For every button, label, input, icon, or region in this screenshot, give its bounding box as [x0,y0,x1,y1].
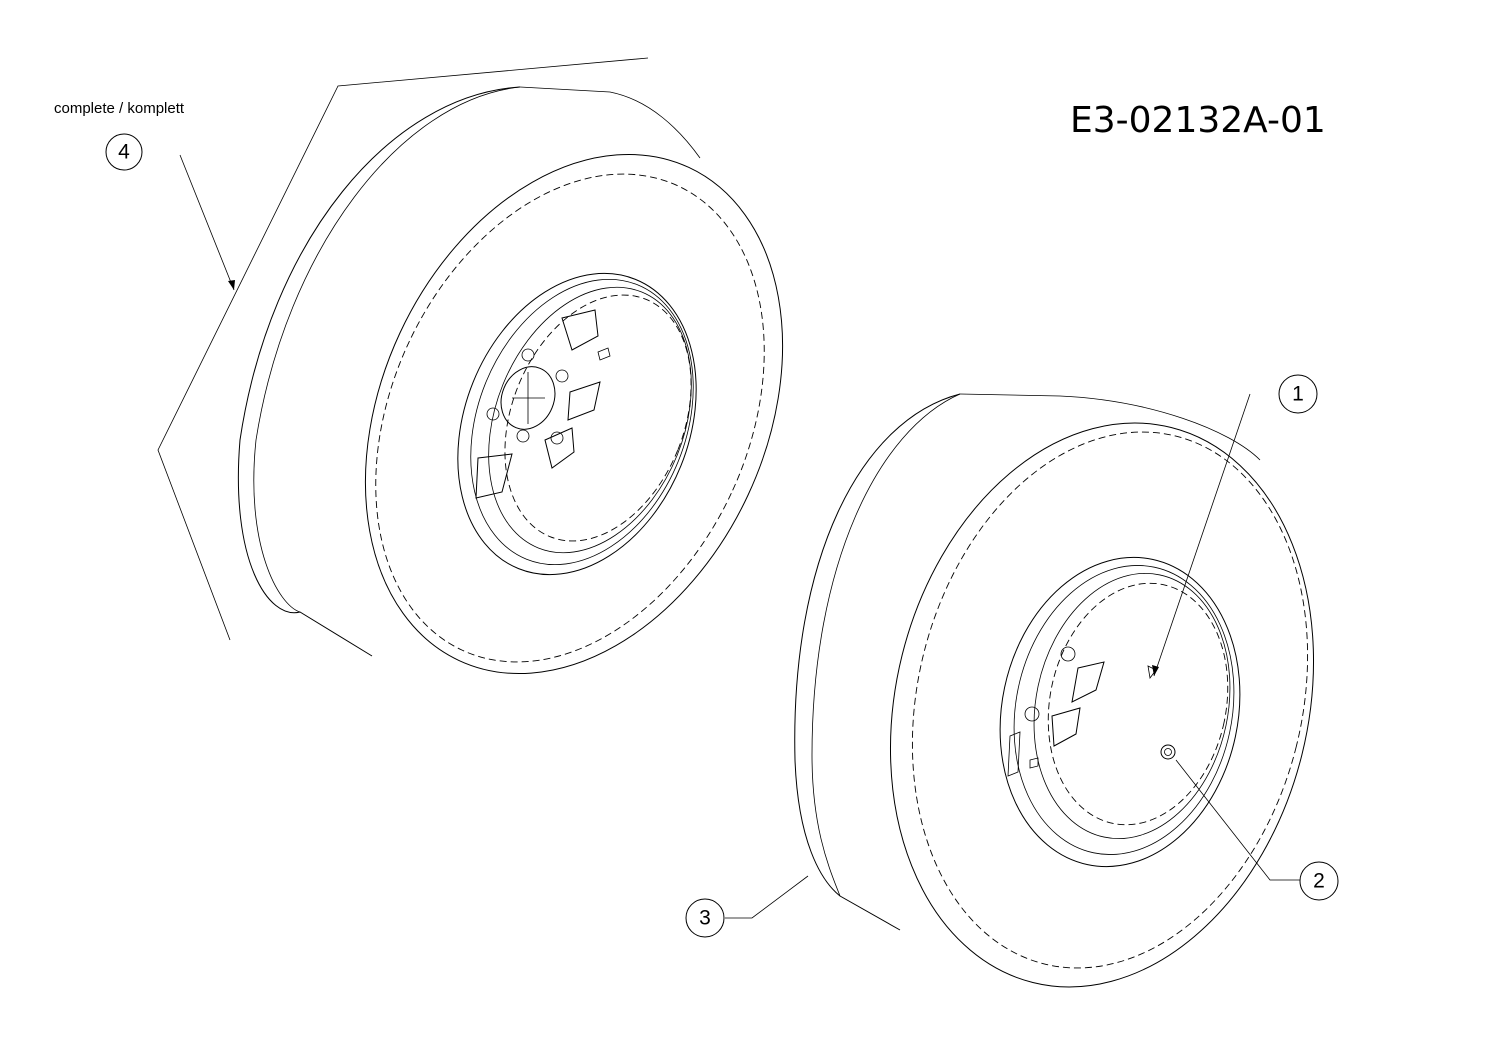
complete-wheel-assembly [157,57,784,675]
callout-1: 1 [1278,374,1318,414]
tyre-tread-line-2 [811,393,961,897]
callout-1-label: 1 [1292,383,1304,406]
callout-3: 3 [685,898,725,938]
tyre-tread-line [253,86,521,613]
rim-outer [457,272,697,576]
callout-2-label: 2 [1313,870,1325,893]
callout-4-label: 4 [118,141,130,164]
rim-inner-dashed [504,294,692,542]
callout-2: 2 [1299,861,1339,901]
rim-flange [470,278,694,566]
rim-barrel-2 [1033,573,1231,839]
tyre-outer-tread [237,86,521,657]
tyre-bead-dashed-2 [911,431,1309,969]
tyre-sidewall [364,153,784,675]
rim-inner-dashed-2 [1047,582,1229,826]
rim-flange-2 [1013,565,1235,855]
leader-lines [179,154,1300,919]
tyre-bead-dashed [375,173,765,663]
tyre-sidewall-2 [889,422,1315,988]
drawing-number: E3-02132A-01 [1070,100,1326,141]
wheel-rim-and-tyre [794,393,1315,988]
assembly-note: complete / komplett [54,100,185,117]
callout-3-label: 3 [699,907,711,930]
callout-4: 4 [105,133,143,171]
tyre-outer-tread-2 [794,393,961,931]
valve-stem [1160,744,1176,760]
assembly-boundary [157,57,649,641]
rim-outer-2 [999,556,1241,868]
hub [500,366,556,430]
tyre-shoulder [519,86,701,159]
rim-barrel [488,286,692,554]
